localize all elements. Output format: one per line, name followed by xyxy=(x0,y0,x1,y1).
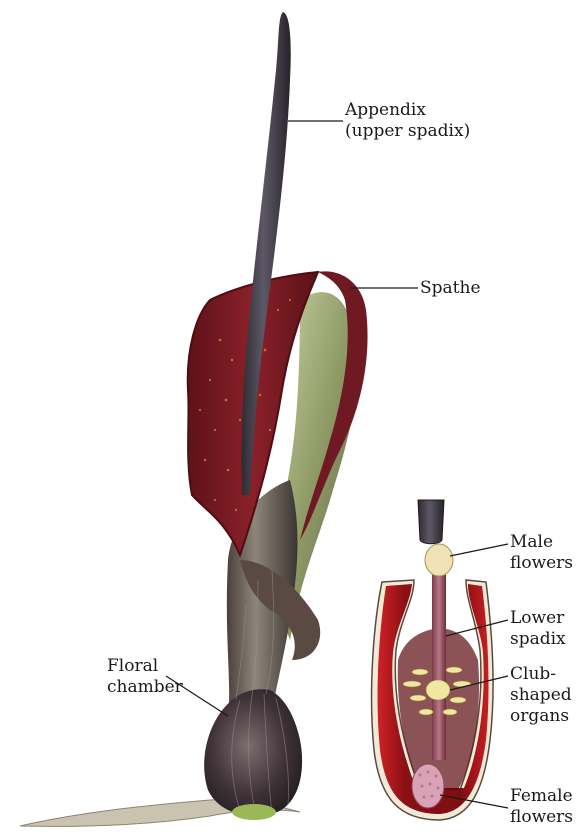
main-plant xyxy=(20,12,368,826)
leader-male-flowers xyxy=(450,544,508,556)
cross-section xyxy=(372,500,493,820)
label-floral-chamber: Floral chamber xyxy=(107,656,183,698)
appendix-stub xyxy=(418,500,444,544)
label-club-shaped-organs: Club- shaped organs xyxy=(510,664,572,727)
male-flowers xyxy=(425,544,453,576)
label-male-flowers: Male flowers xyxy=(510,532,573,574)
label-lower-spadix: Lower spadix xyxy=(510,608,566,650)
label-spathe: Spathe xyxy=(420,278,481,299)
lower-spadix xyxy=(432,560,446,760)
label-female-flowers: Female flowers xyxy=(510,786,573,828)
chamber-base xyxy=(232,804,276,820)
label-appendix: Appendix (upper spadix) xyxy=(345,100,470,142)
floral-chamber xyxy=(204,689,302,816)
